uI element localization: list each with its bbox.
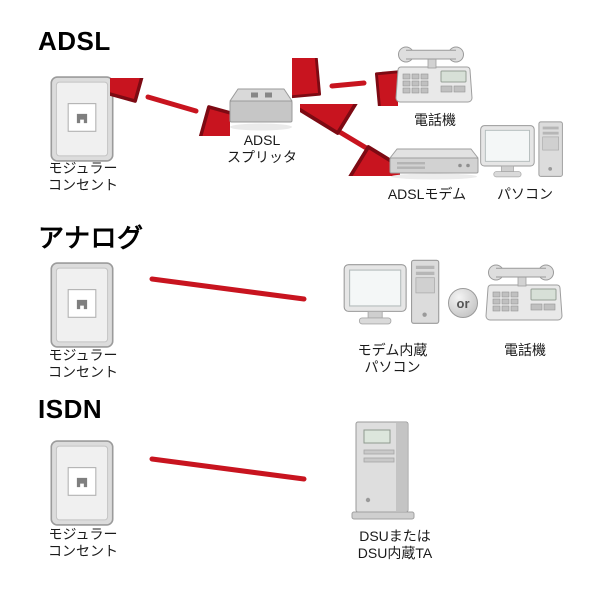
modem-pc-illustration: [342, 258, 442, 330]
dsu-label: DSUまたは DSU内蔵TA: [357, 528, 433, 561]
section-title-adsl: ADSL: [38, 26, 111, 56]
outlet-label: モジュラー コンセント: [48, 526, 118, 559]
outlet-label: モジュラー コンセント: [48, 347, 118, 380]
phone-label: 電話機: [504, 342, 546, 358]
phone-label: 電話機: [414, 112, 456, 128]
modem-pc-label: モデム内蔵 パソコン: [357, 342, 428, 375]
adsl-splitter-illustration: [228, 86, 294, 132]
dsu-tower-illustration: [344, 420, 424, 524]
pc-label: パソコン: [497, 186, 553, 202]
rj11-plug-icon: [300, 104, 367, 133]
modular-outlet-illustration: [50, 262, 114, 348]
telephone-illustration: [482, 262, 566, 328]
cable-outlet-to-dsu: [149, 456, 307, 482]
cable-splitter-to-phone: [292, 58, 398, 106]
cable-outlet-to-splitter: [110, 78, 230, 136]
rj11-plug-icon: [110, 78, 149, 101]
pc-illustration: [476, 120, 568, 182]
modular-outlet-illustration: [50, 76, 114, 162]
adsl-modem-illustration: [388, 146, 480, 180]
modular-outlet-illustration: [50, 440, 114, 526]
section-title-isdn: ISDN: [38, 394, 103, 424]
rj11-plug-icon: [292, 58, 320, 101]
modem-label: ADSLモデム: [387, 186, 467, 202]
section-title-analog: アナログ: [38, 223, 144, 253]
outlet-label: モジュラー コンセント: [48, 160, 118, 193]
or-badge: or: [448, 288, 478, 318]
cable-outlet-to-pc: [149, 276, 307, 302]
splitter-label: ADSL スプリッタ: [227, 132, 297, 165]
cable-splitter-to-modem: [300, 104, 400, 176]
telephone-illustration: [392, 44, 476, 110]
